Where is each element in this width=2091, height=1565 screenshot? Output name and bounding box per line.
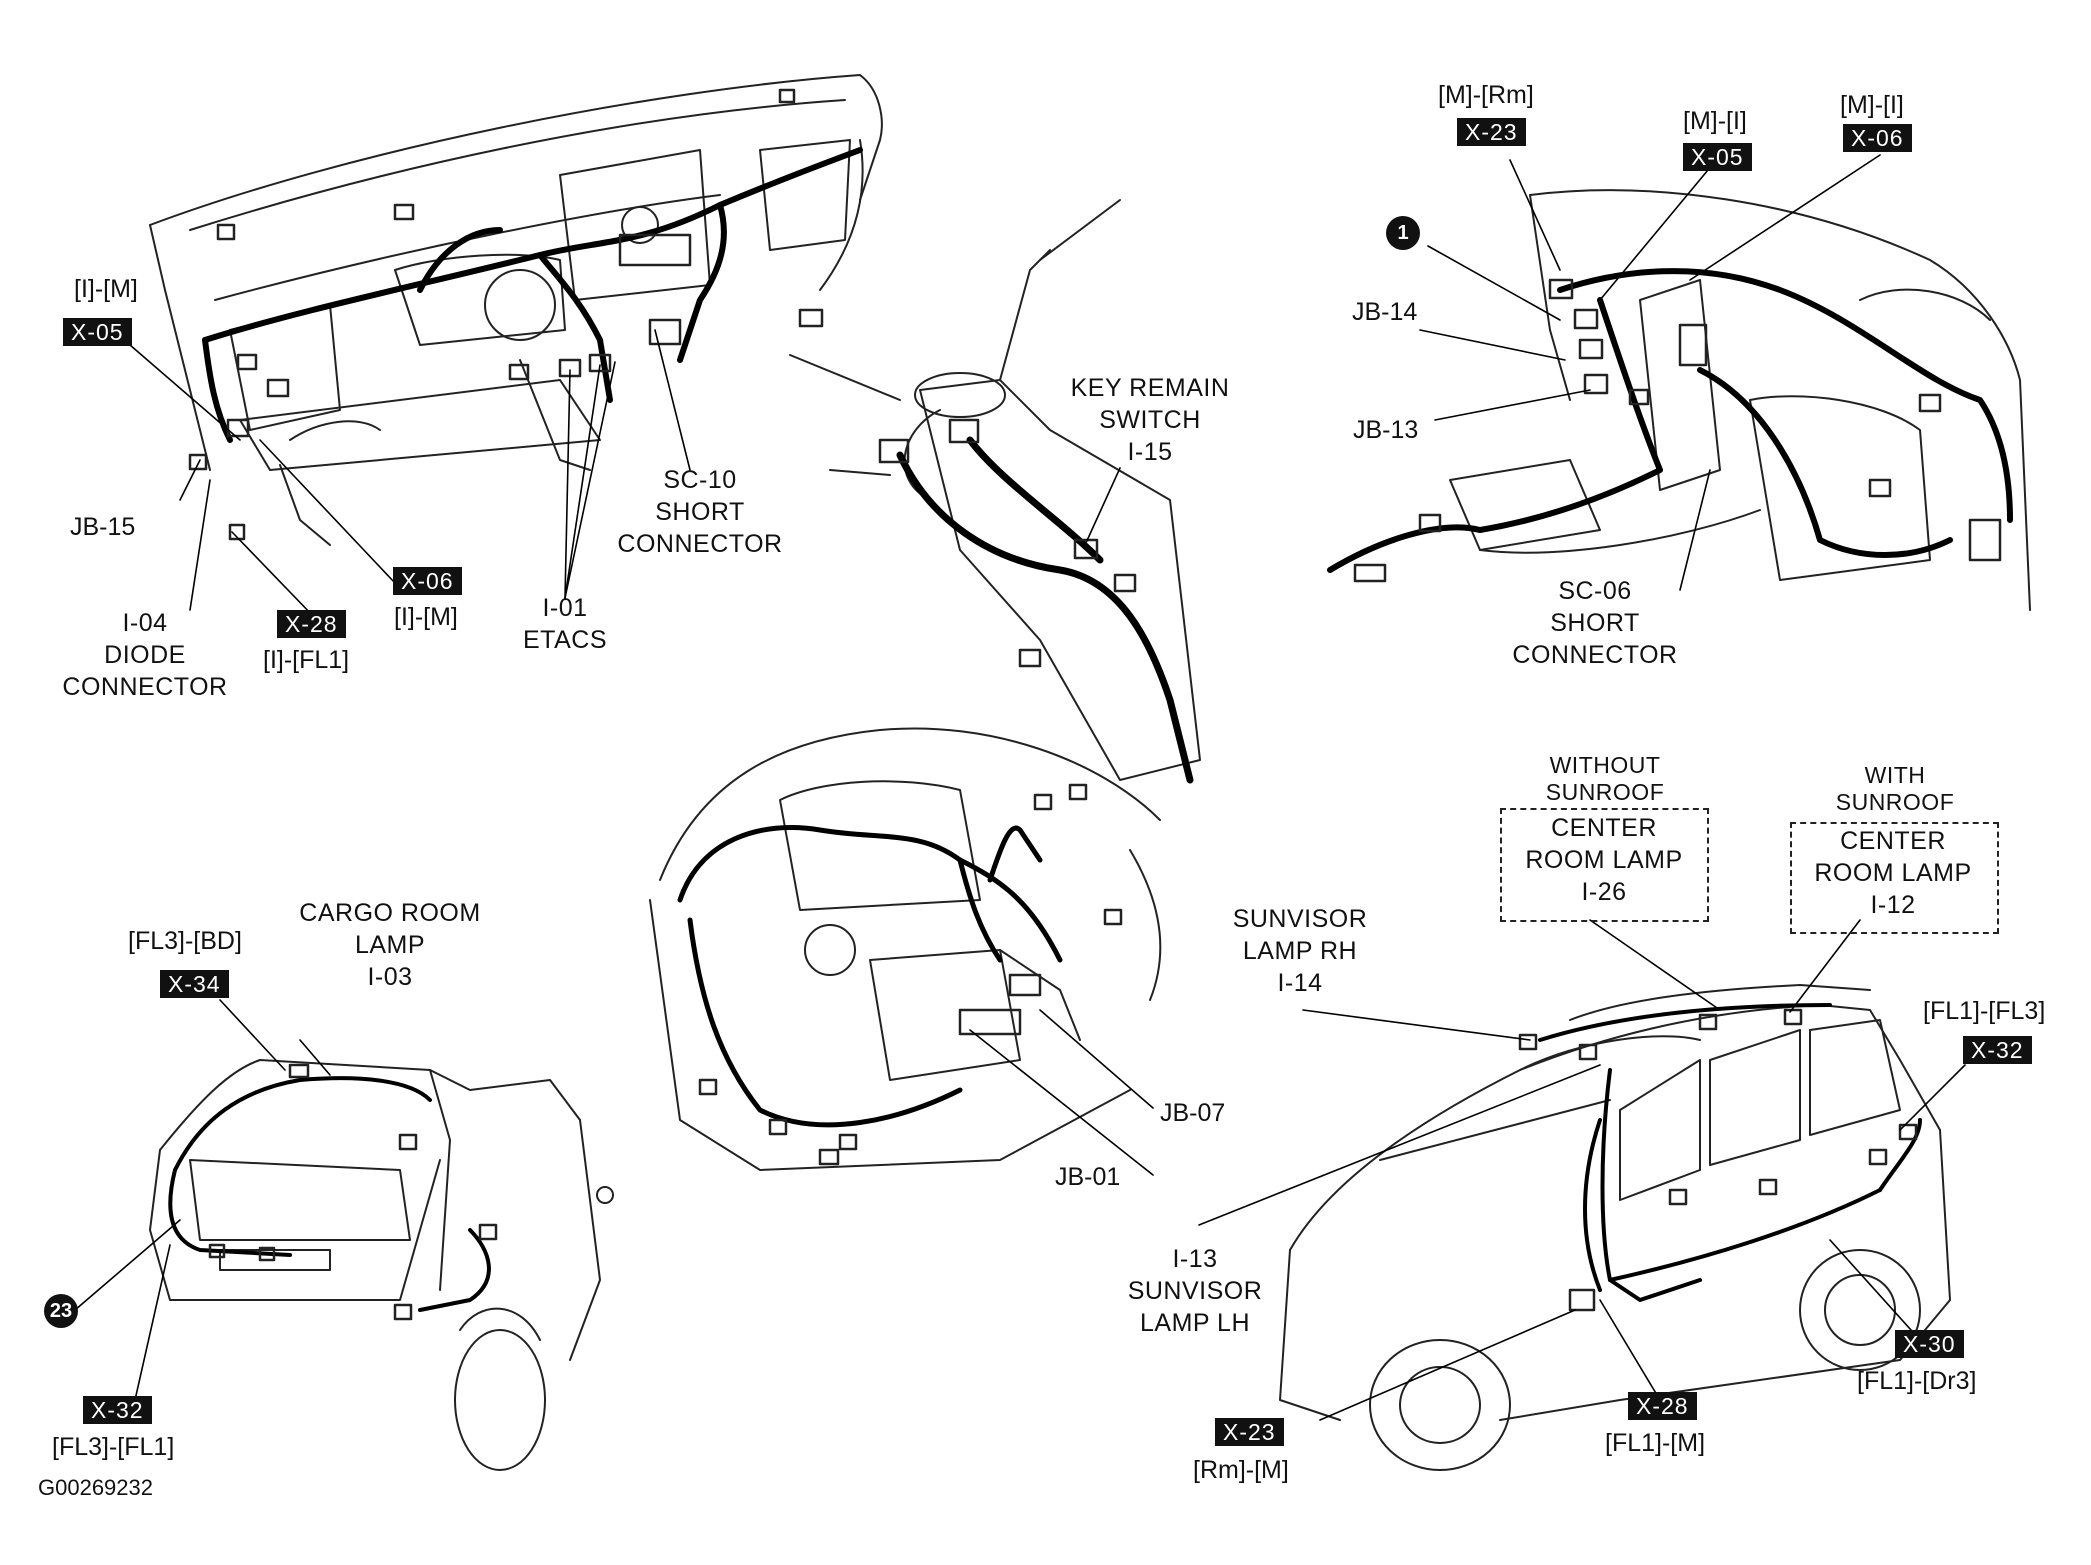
leader-lines xyxy=(74,154,1966,1421)
dash-x28-route: [I]-[FL1] xyxy=(263,646,350,674)
i26-name2: ROOM LAMP xyxy=(1525,846,1683,874)
i14-name2: LAMP RH xyxy=(1242,937,1358,965)
i12-name1: CENTER xyxy=(1840,827,1946,855)
i12-name2: ROOM LAMP xyxy=(1814,859,1972,887)
sc06-name2: CONNECTOR xyxy=(1512,641,1678,669)
side-x23-badge: X-23 xyxy=(1215,1418,1284,1446)
console-jb13-label: JB-13 xyxy=(1353,416,1419,444)
i15-name1: KEY REMAIN xyxy=(1070,374,1230,402)
i15-id: I-15 xyxy=(1127,438,1173,466)
rear-x32-badge: X-32 xyxy=(83,1396,152,1424)
sc06-name1: SHORT xyxy=(1550,609,1640,637)
side-x28-badge: X-28 xyxy=(1628,1392,1697,1420)
with-sunroof-box xyxy=(1790,822,1999,934)
i15-name2: SWITCH xyxy=(1099,406,1201,434)
side-x30-route: [FL1]-[Dr3] xyxy=(1857,1367,1977,1395)
i14-name1: SUNVISOR xyxy=(1232,905,1368,933)
console-x23-badge: X-23 xyxy=(1457,118,1526,146)
i13-name1: SUNVISOR xyxy=(1127,1277,1263,1305)
i26-label: CENTER ROOM LAMP I-26 xyxy=(1505,812,1703,908)
console-x06-badge: X-06 xyxy=(1843,124,1912,152)
column-connectors xyxy=(878,418,1137,668)
rear-connectors xyxy=(208,1063,498,1321)
with-cond1: WITH xyxy=(1864,762,1926,788)
i12-id: I-12 xyxy=(1870,891,1916,919)
sc06-id: SC-06 xyxy=(1558,577,1632,605)
dash-x06-badge: X-06 xyxy=(393,567,462,595)
i04-id: I-04 xyxy=(122,609,168,637)
dash-x05-badge: X-05 xyxy=(63,318,132,346)
sc10-name2: CONNECTOR xyxy=(617,530,783,558)
side-vehicle-illustration xyxy=(1279,984,1951,1471)
i03-name2: LAMP xyxy=(354,931,426,959)
i01-name: ETACS xyxy=(523,626,607,654)
i04-name1: DIODE xyxy=(104,641,186,669)
console-sc06-label: SC-06 SHORT CONNECTOR xyxy=(1495,575,1695,671)
without-cond1: WITHOUT xyxy=(1549,752,1661,778)
console-x06-route: [M]-[I] xyxy=(1840,91,1904,119)
engine-jb07-label: JB-07 xyxy=(1160,1099,1226,1127)
i14-id: I-14 xyxy=(1277,969,1323,997)
side-x30-badge: X-30 xyxy=(1895,1330,1964,1358)
side-x23-route: [Rm]-[M] xyxy=(1193,1456,1289,1484)
console-callout-1: 1 xyxy=(1386,216,1420,250)
side-connectors xyxy=(1518,1008,1918,1312)
i12-label: CENTER ROOM LAMP I-12 xyxy=(1793,825,1993,921)
console-x05-route: [M]-[I] xyxy=(1683,107,1747,135)
column-i15-label: KEY REMAIN SWITCH I-15 xyxy=(1050,372,1250,468)
i14-label: SUNVISOR LAMP RH I-14 xyxy=(1220,903,1380,999)
rear-i03-label: CARGO ROOM LAMP I-03 xyxy=(290,897,490,993)
i04-name2: CONNECTOR xyxy=(62,673,228,701)
dashboard-harness xyxy=(202,147,863,443)
dash-x05-route: [I]-[M] xyxy=(74,275,138,303)
with-sunroof-label: WITH SUNROOF xyxy=(1805,762,1985,816)
dash-x28-badge: X-28 xyxy=(277,610,346,638)
i13-name2: LAMP LH xyxy=(1139,1309,1251,1337)
i01-id: I-01 xyxy=(542,594,588,622)
dash-i04-label: I-04 DIODE CONNECTOR xyxy=(55,607,235,703)
side-harness xyxy=(1538,1003,1922,1302)
dashboard-connectors xyxy=(188,88,824,541)
side-x32-badge: X-32 xyxy=(1963,1036,2032,1064)
rear-vehicle-illustration xyxy=(149,1059,614,1471)
dash-x06-route: [I]-[M] xyxy=(394,603,458,631)
sc10-name1: SHORT xyxy=(655,498,745,526)
without-sunroof-box xyxy=(1500,808,1709,922)
i03-name1: CARGO ROOM xyxy=(299,899,481,927)
i03-id: I-03 xyxy=(367,963,413,991)
dashboard-illustration xyxy=(149,74,883,546)
i26-name1: CENTER xyxy=(1551,814,1657,842)
dash-i01-label: I-01 ETACS xyxy=(510,592,620,656)
rear-callout-23: 23 xyxy=(44,1294,78,1328)
i13-label: I-13 SUNVISOR LAMP LH xyxy=(1115,1243,1275,1339)
without-sunroof-label: WITHOUT SUNROOF xyxy=(1515,752,1695,806)
dash-jb15-label: JB-15 xyxy=(70,513,136,541)
side-x28-route: [FL1]-[M] xyxy=(1605,1429,1706,1457)
console-x23-route: [M]-[Rm] xyxy=(1438,81,1534,109)
rear-x32-route: [FL3]-[FL1] xyxy=(52,1433,175,1461)
sc10-id: SC-10 xyxy=(663,466,737,494)
engine-connectors xyxy=(698,783,1123,1166)
without-cond2: SUNROOF xyxy=(1545,779,1665,805)
with-cond2: SUNROOF xyxy=(1835,789,1955,815)
console-x05-badge: X-05 xyxy=(1683,143,1752,171)
i13-id: I-13 xyxy=(1172,1245,1218,1273)
console-jb14-label: JB-14 xyxy=(1352,298,1418,326)
steering-column-illustration xyxy=(789,199,1201,781)
rear-x34-badge: X-34 xyxy=(160,970,229,998)
console-harness xyxy=(1327,268,2013,573)
console-connectors xyxy=(1353,278,2002,583)
engine-jb01-label: JB-01 xyxy=(1055,1163,1121,1191)
dash-sc10-label: SC-10 SHORT CONNECTOR xyxy=(600,464,800,560)
rear-x34-route: [FL3]-[BD] xyxy=(128,927,242,955)
engine-bay-illustration xyxy=(649,727,1162,1171)
figure-code: G00269232 xyxy=(38,1475,153,1500)
i26-id: I-26 xyxy=(1581,878,1627,906)
engine-harness xyxy=(677,825,1063,1128)
side-x32-route: [FL1]-[FL3] xyxy=(1923,997,2046,1025)
